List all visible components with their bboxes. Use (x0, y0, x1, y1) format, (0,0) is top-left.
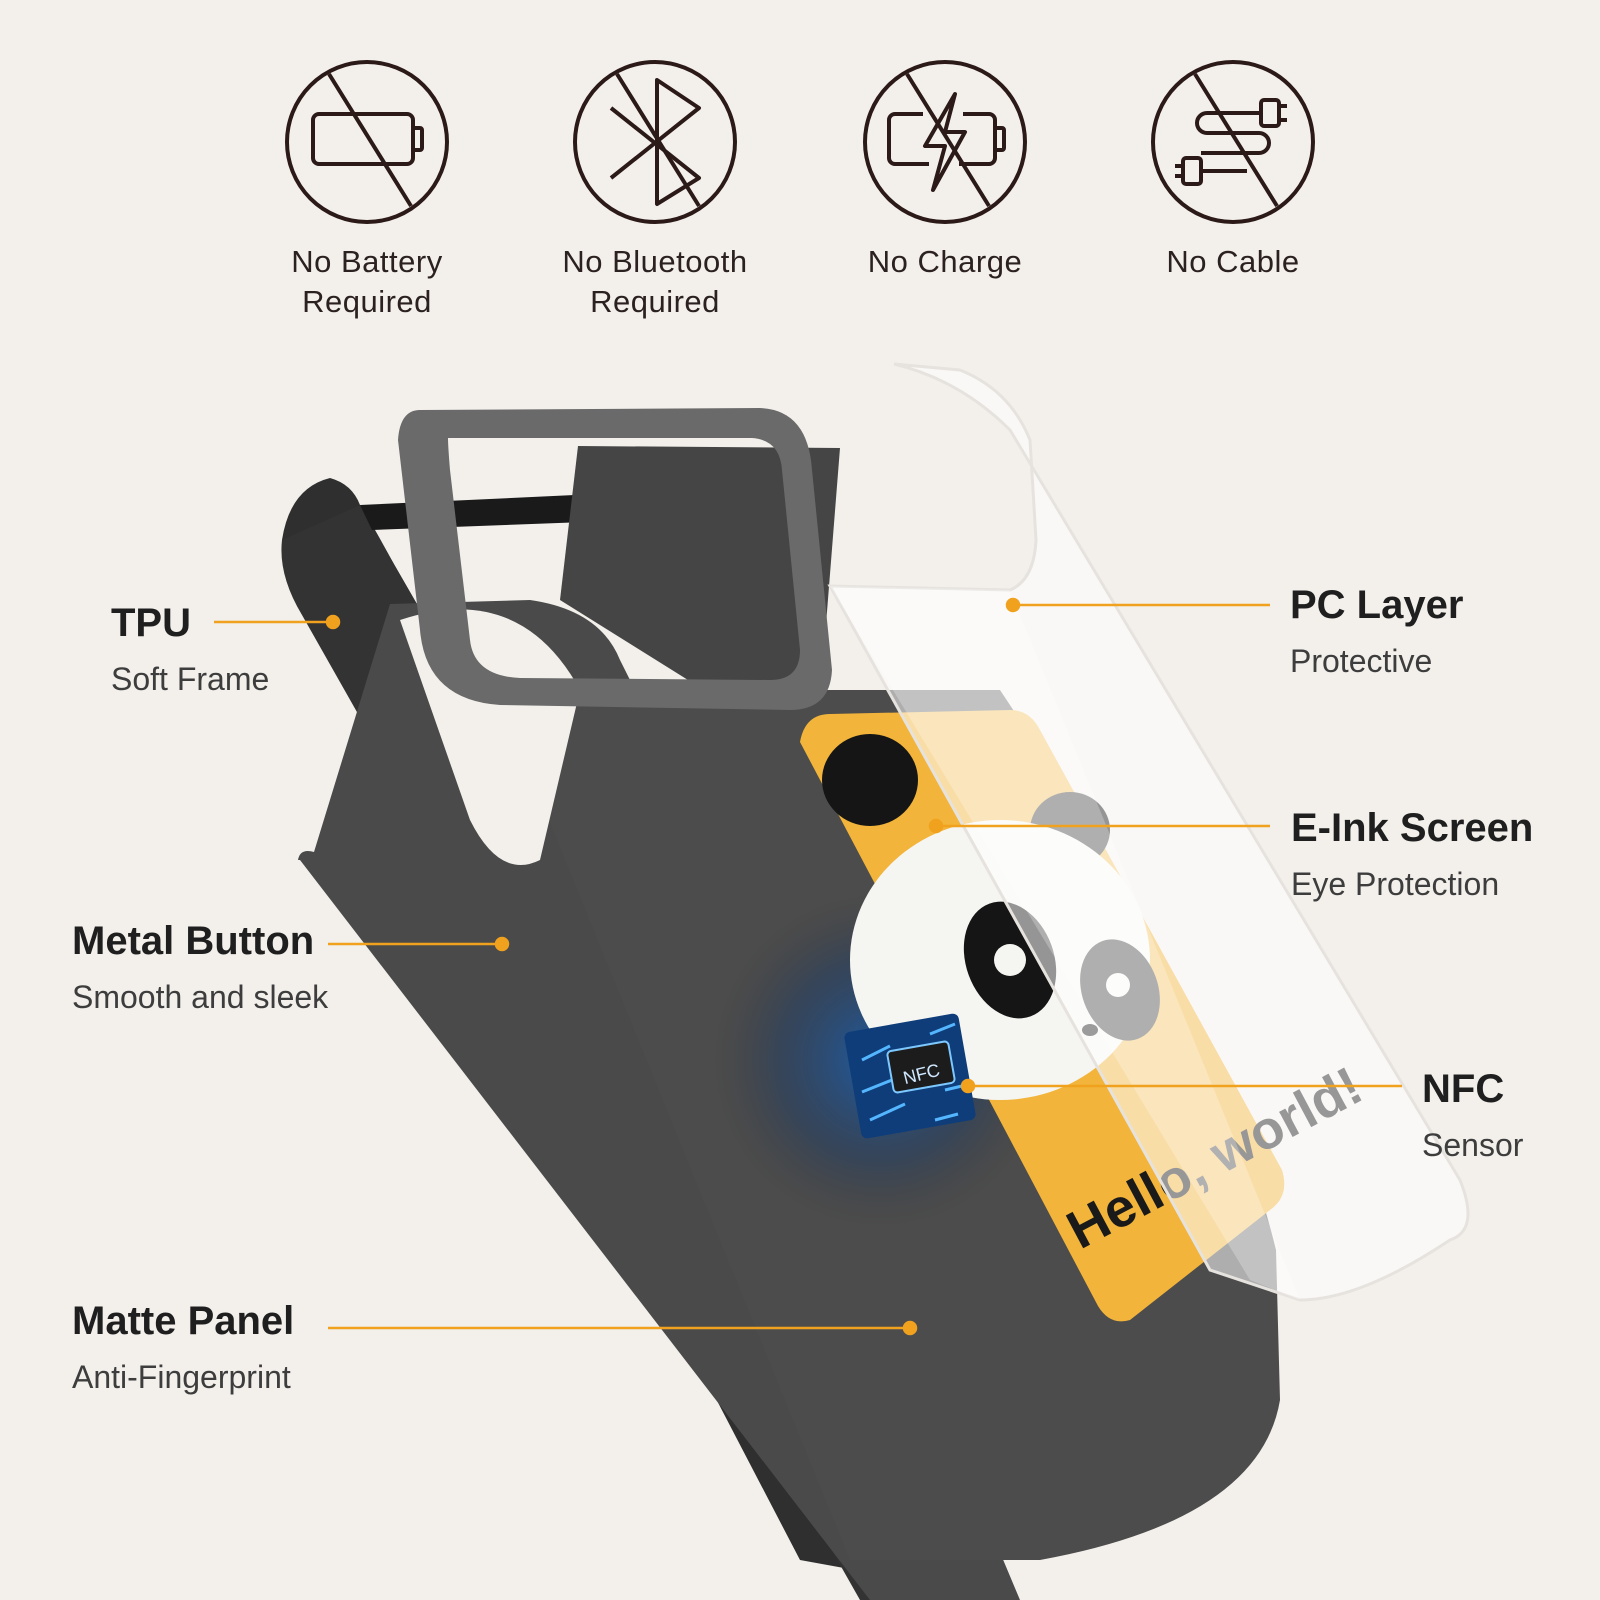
nfc-chip: NFC (844, 1013, 976, 1139)
feature-no-charge: No Charge (825, 58, 1065, 282)
no-cable-icon (1149, 58, 1317, 226)
pc-layer (827, 362, 1470, 1302)
feature-no-cable: No Cable (1113, 58, 1353, 282)
feature-no-bluetooth: No Bluetooth Required (535, 58, 775, 322)
no-charge-icon (861, 58, 1029, 226)
callout-tpu: TPU Soft Frame (111, 600, 269, 698)
feature-label: No Charge (867, 244, 1023, 279)
callout-metal-button: Metal Button Smooth and sleek (72, 918, 328, 1016)
callout-subtitle: Sensor (1422, 1127, 1524, 1163)
feature-no-battery: No Battery Required (247, 58, 487, 322)
callout-title: Metal Button (72, 919, 315, 963)
callout-subtitle: Protective (1290, 643, 1433, 679)
callout-matte-panel: Matte Panel Anti-Fingerprint (72, 1298, 294, 1396)
no-bluetooth-icon (571, 58, 739, 226)
callout-eink-screen: E-Ink Screen Eye Protection (1291, 805, 1533, 903)
callout-pc-layer: PC Layer Protective (1290, 582, 1463, 680)
no-battery-icon (283, 58, 451, 226)
callout-title: NFC (1422, 1067, 1505, 1111)
callout-subtitle: Smooth and sleek (72, 979, 329, 1015)
callout-title: Matte Panel (72, 1299, 295, 1343)
callout-subtitle: Anti-Fingerprint (72, 1359, 291, 1395)
feature-label: No Battery Required (291, 244, 443, 319)
callout-title: E-Ink Screen (1291, 806, 1534, 850)
callout-subtitle: Eye Protection (1291, 866, 1500, 902)
leader-lines (214, 597, 1402, 1336)
feature-label: No Cable (1166, 244, 1300, 279)
panda-ear (822, 734, 918, 826)
callout-title: PC Layer (1290, 583, 1464, 627)
callout-subtitle: Soft Frame (111, 661, 270, 697)
feature-label: No Bluetooth Required (562, 244, 748, 319)
callout-nfc: NFC Sensor (1422, 1066, 1523, 1164)
camera-ring (398, 408, 832, 710)
callout-title: TPU (111, 601, 191, 645)
